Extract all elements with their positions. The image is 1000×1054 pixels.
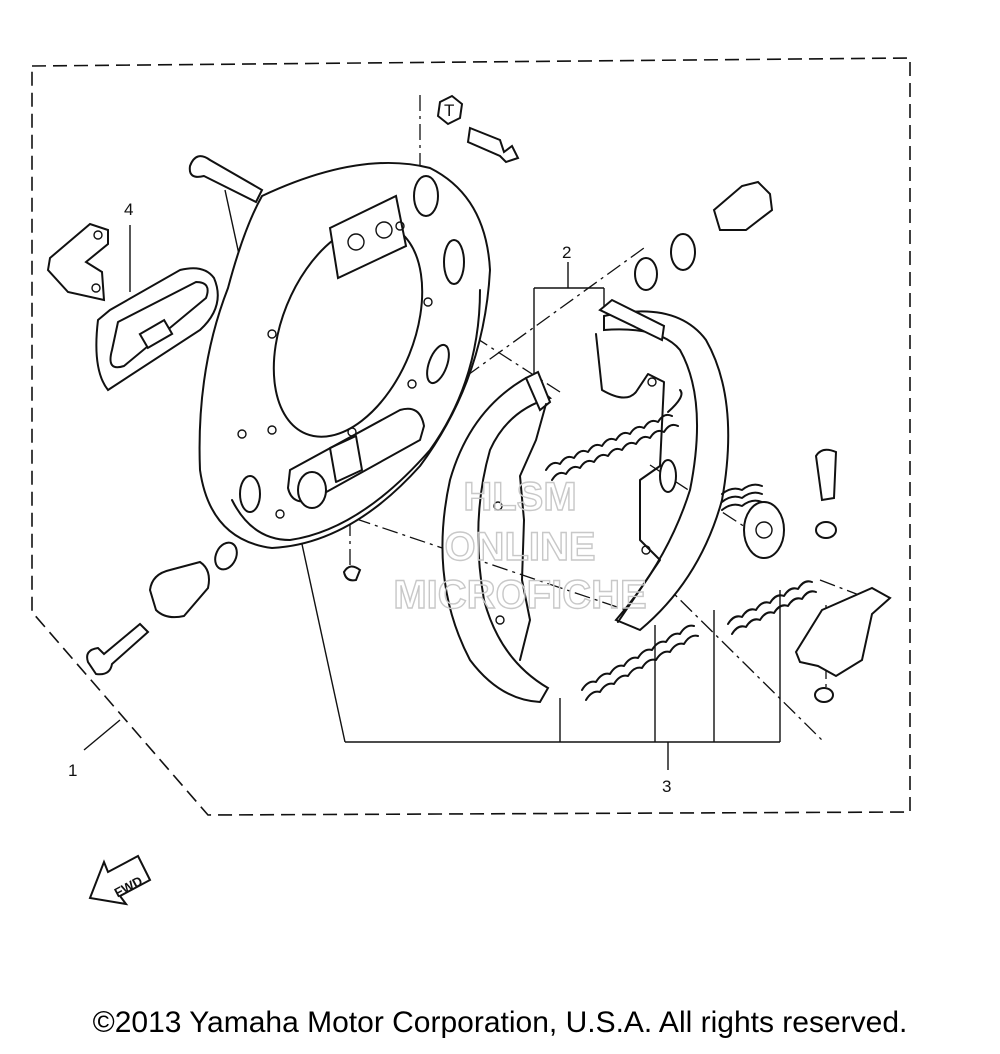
watermark-line-2: ONLINE bbox=[444, 525, 595, 569]
rubber-boot bbox=[95, 267, 219, 392]
bleeder-parts bbox=[86, 541, 238, 676]
watermark-line-3: MICROFICHE bbox=[393, 573, 646, 617]
callout-3: 3 bbox=[662, 777, 671, 796]
top-bolts: T bbox=[188, 94, 520, 204]
backing-plate bbox=[198, 161, 492, 550]
assembly-boundary bbox=[31, 57, 911, 816]
fwd-arrow: FWD bbox=[88, 854, 152, 906]
springs bbox=[545, 389, 817, 701]
callout-2: 2 bbox=[562, 243, 571, 262]
watermark: HLSM ONLINE MICROFICHE bbox=[393, 474, 648, 617]
callout-1: 1 bbox=[68, 761, 77, 780]
copyright-notice: ©2013 Yamaha Motor Corporation, U.S.A. A… bbox=[92, 1006, 908, 1039]
brake-shoe-left bbox=[441, 370, 553, 704]
watermark-line-1: HLSM bbox=[463, 475, 576, 519]
mounting-bracket bbox=[46, 222, 109, 302]
adjuster-parts bbox=[342, 180, 892, 703]
brake-shoe-right bbox=[595, 298, 730, 632]
callouts: 1 2 3 4 bbox=[68, 200, 671, 796]
svg-text:T: T bbox=[444, 101, 454, 120]
callout-4: 4 bbox=[124, 200, 133, 219]
